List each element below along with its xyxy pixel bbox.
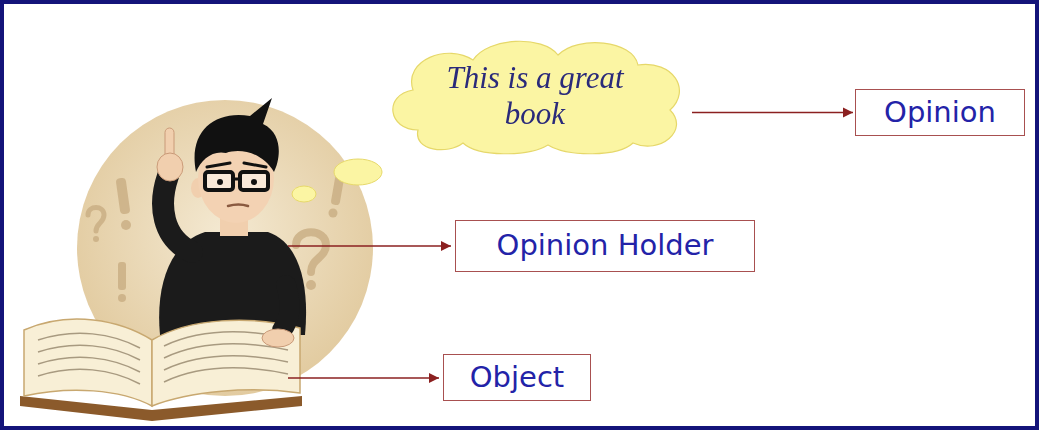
node-text: Opinion Holder [497, 229, 714, 262]
leader-arrow [288, 377, 439, 379]
node-text: Opinion [884, 96, 996, 129]
open-book [20, 319, 302, 421]
thought-bubbles [292, 159, 382, 202]
person-figure [157, 98, 306, 335]
person-hands [262, 285, 294, 347]
term-box: Opinion Holder [455, 220, 755, 272]
leader-arrow [288, 245, 451, 247]
term-box: Opinion [855, 89, 1025, 136]
term-box: Object [443, 354, 591, 401]
node-text: This is a great book [428, 60, 643, 131]
connector-arrow [692, 112, 853, 114]
thought-cloud: This is a great book [378, 35, 692, 157]
cloud-shape [393, 41, 680, 153]
node-text: Object [470, 361, 564, 394]
